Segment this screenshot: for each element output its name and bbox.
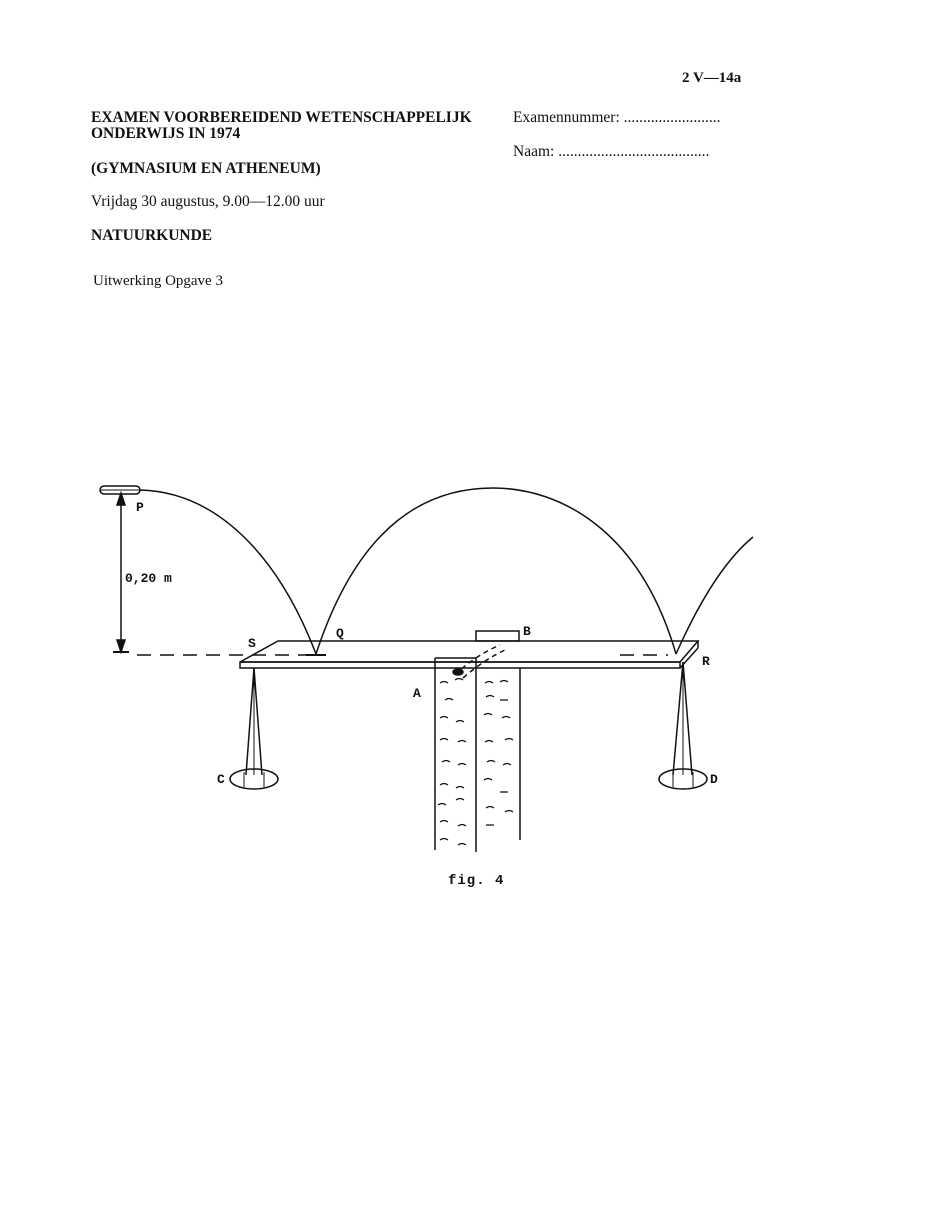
trajectory-p-to-q: [139, 489, 317, 655]
school-types: (GYMNASIUM EN ATHENEUM): [91, 160, 321, 177]
date-time: Vrijdag 30 augustus, 9.00—12.00 uur: [91, 193, 325, 210]
height-arrow-bottom: [115, 639, 127, 655]
figure-caption: fig. 4: [448, 873, 505, 889]
label-q: Q: [336, 626, 344, 641]
trajectory-after-r: [675, 536, 754, 655]
label-p: P: [136, 500, 144, 515]
water-marks: [437, 677, 514, 846]
dashed-path-b-2: [462, 649, 506, 679]
page-code: 2 V—14a: [682, 70, 742, 86]
label-b: B: [523, 624, 531, 639]
exam-number-field: Examennummer: .........................: [513, 109, 721, 126]
support-c-base: [229, 768, 279, 790]
block-b: [475, 630, 520, 642]
label-c: C: [217, 772, 225, 787]
support-d-leg-1: [672, 661, 684, 776]
support-d-leg-2: [682, 661, 693, 776]
exam-title-line-2: ONDERWIJS IN 1974: [91, 125, 241, 142]
label-d: D: [710, 772, 718, 787]
spot-on-plank: [452, 668, 464, 676]
height-arrow-top: [115, 490, 127, 506]
label-r: R: [702, 654, 710, 669]
subject: NATUURKUNDE: [91, 227, 213, 244]
plank-front: [239, 661, 681, 669]
plank-top: [239, 640, 700, 663]
height-label: 0,20 m: [125, 571, 172, 586]
support-c-leg-1: [245, 667, 255, 776]
label-a: A: [413, 686, 421, 701]
support-c-leg-2: [253, 667, 263, 776]
label-s: S: [248, 636, 256, 651]
trajectory-q-to-r: [315, 487, 677, 655]
section-title: Uitwerking Opgave 3: [93, 273, 223, 289]
dashed-path-b: [454, 644, 501, 676]
name-field: Naam: ..................................…: [513, 143, 710, 160]
support-d-base: [658, 768, 708, 790]
exam-title-line-1: EXAMEN VOORBEREIDEND WETENSCHAPPELIJK: [91, 109, 472, 126]
